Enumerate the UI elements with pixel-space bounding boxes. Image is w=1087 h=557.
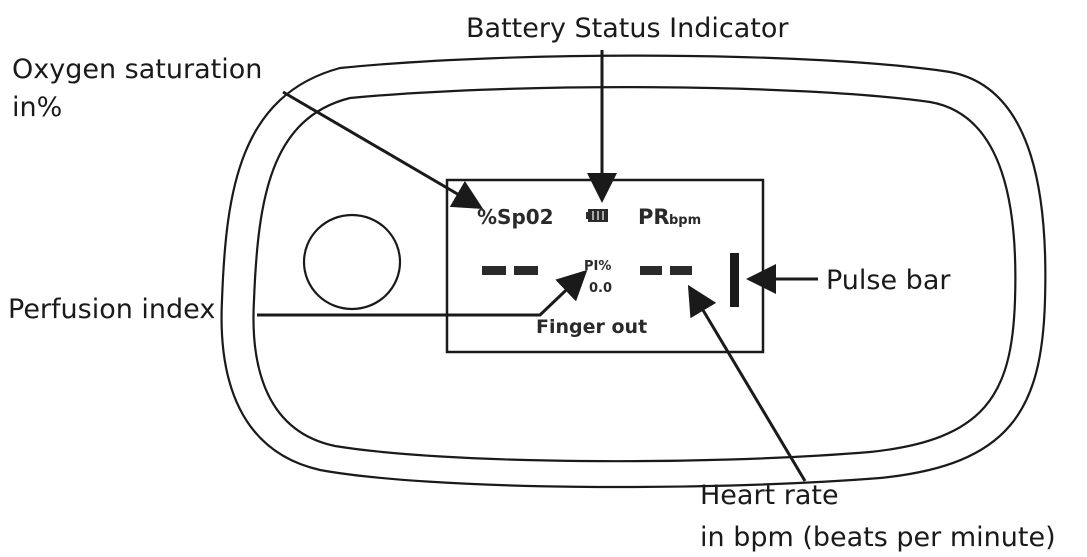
battery-icon	[586, 209, 608, 222]
label-heart-rate: Heart rate	[700, 480, 839, 511]
label-battery-status: Battery Status Indicator	[466, 13, 789, 44]
spo2-label: %Sp02	[477, 205, 554, 229]
arrow-heart-rate	[687, 284, 807, 482]
label-perfusion-index: Perfusion index	[8, 294, 215, 325]
pi-label: PI%	[584, 259, 611, 274]
label-heart-rate-unit: in bpm (beats per minute)	[700, 522, 1056, 553]
arrow-perfusion-index	[257, 269, 588, 317]
device-outer-outline	[220, 54, 1047, 489]
label-pulse-bar: Pulse bar	[826, 265, 951, 296]
pulse-bar	[730, 253, 739, 307]
spo2-value-dashes	[482, 266, 538, 275]
status-text: Finger out	[536, 316, 647, 338]
pi-value: 0.0	[589, 281, 612, 296]
pr-unit: bpm	[669, 213, 701, 228]
device-inner-outline	[252, 86, 1017, 463]
arrow-oxygen-saturation	[282, 90, 484, 210]
label-oxygen-saturation-unit: in%	[12, 92, 62, 123]
pr-value-dashes	[640, 266, 692, 275]
power-button[interactable]	[302, 213, 402, 311]
pr-label: PR	[638, 205, 670, 229]
label-oxygen-saturation: Oxygen saturation	[12, 54, 262, 85]
